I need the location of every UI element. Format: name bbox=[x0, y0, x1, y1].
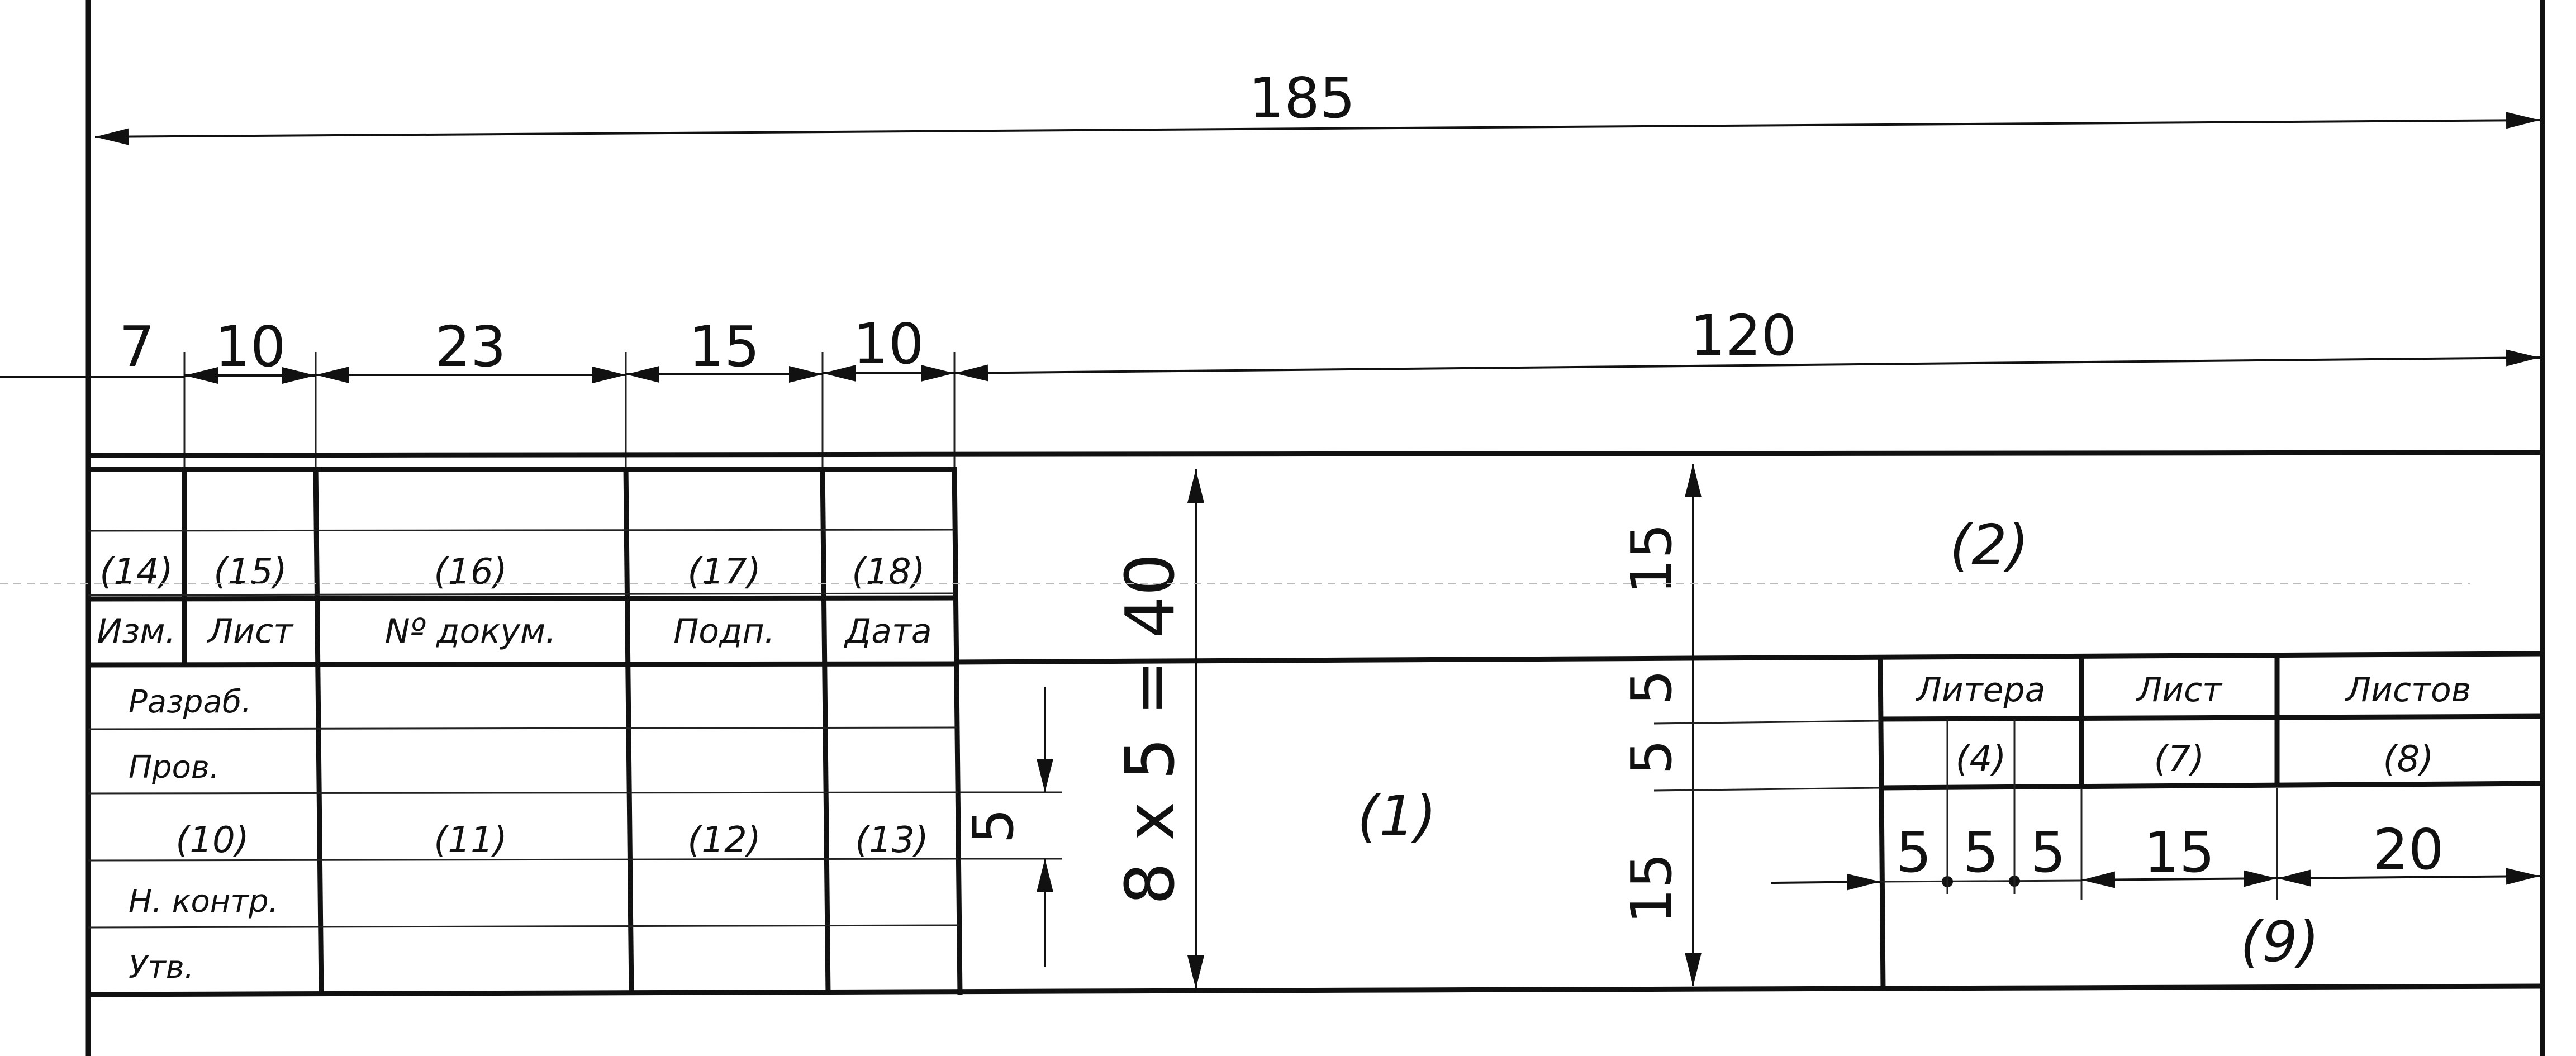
dim-label-23: 23 bbox=[435, 314, 506, 379]
row-height-label: 5 bbox=[961, 808, 1026, 844]
ref-18: (18) bbox=[852, 551, 925, 593]
list-col-dim-line bbox=[2081, 870, 2278, 888]
table-h-6 bbox=[88, 791, 958, 795]
dim-label-10: 10 bbox=[215, 314, 286, 379]
ref-14: (14) bbox=[99, 551, 173, 593]
listov-label: Листов bbox=[2345, 670, 2471, 710]
table-h-8 bbox=[88, 924, 959, 929]
litera-cells-dim-arrow bbox=[1771, 873, 1881, 891]
field-2: (2) bbox=[1950, 512, 2029, 578]
table-v-5 bbox=[952, 466, 963, 995]
list-ref: (7) bbox=[2154, 739, 2205, 780]
listov-ref: (8) bbox=[2383, 739, 2434, 780]
table-h-2 bbox=[88, 592, 955, 596]
list-col-dim-label: 15 bbox=[2144, 820, 2214, 885]
height-total-label: 8 x 5 = 40 bbox=[1112, 553, 1190, 905]
listov-col-dim-line bbox=[2276, 868, 2540, 887]
main-h-litera-2 bbox=[1880, 781, 2543, 791]
ref-15: (15) bbox=[213, 551, 287, 593]
field-1: (1) bbox=[1357, 783, 1437, 849]
main-h-litera-1 bbox=[1880, 713, 2543, 722]
dim-label-7: 7 bbox=[119, 314, 155, 379]
header-data: Дата bbox=[843, 612, 931, 651]
litera-label: Литера bbox=[1916, 670, 2046, 710]
dim-label-15: 15 bbox=[688, 314, 759, 379]
table-h-4 bbox=[88, 661, 957, 668]
ref-12: (12) bbox=[687, 820, 761, 861]
litera-cell-dim-2: 5 bbox=[1963, 820, 1999, 885]
header-podp: Подп. bbox=[673, 612, 775, 651]
row-label-prov: Пров. bbox=[129, 749, 220, 786]
listov-col-dim-label: 20 bbox=[2373, 817, 2444, 882]
litera-cells-dim-line bbox=[1880, 879, 2082, 883]
title-block-bottom bbox=[88, 983, 2543, 997]
dim-label-120: 120 bbox=[1690, 303, 1797, 368]
ref-10: (10) bbox=[175, 820, 249, 861]
overall-dim-label: 185 bbox=[1249, 65, 1356, 131]
table-v-3 bbox=[623, 466, 634, 995]
table-v-2 bbox=[313, 466, 324, 995]
main-h-1 bbox=[954, 651, 2543, 665]
field-9: (9) bbox=[2240, 909, 2320, 974]
litera-dim-ext-1 bbox=[1653, 720, 1881, 725]
header-list: Лист bbox=[207, 612, 294, 651]
title-field-dim: 15 bbox=[1619, 523, 1684, 594]
litera-head-dim: 5 bbox=[1619, 669, 1684, 705]
ref-11: (11) bbox=[434, 820, 507, 861]
table-h-3 bbox=[88, 595, 956, 602]
litera-cell-dim-1: 5 bbox=[1896, 820, 1932, 885]
title-block-top bbox=[88, 450, 2543, 458]
litera-dim-ext-2 bbox=[1653, 787, 1881, 792]
ref-16: (16) bbox=[434, 551, 507, 593]
row-label-nkontr: Н. контр. bbox=[129, 883, 278, 920]
dim-label-10b: 10 bbox=[853, 311, 924, 377]
lower-field-dim: 15 bbox=[1619, 853, 1684, 924]
litera-ref: (4) bbox=[1956, 739, 2007, 780]
table-h-1 bbox=[88, 529, 955, 532]
header-dokum: Nº докум. bbox=[385, 612, 557, 651]
header-izm: Изм. bbox=[97, 612, 175, 651]
table-h-7 bbox=[88, 858, 958, 862]
litera-cell-dim-3: 5 bbox=[2030, 820, 2066, 885]
table-h-5 bbox=[88, 726, 957, 730]
main-v-litera bbox=[1878, 659, 1886, 991]
table-v-4 bbox=[820, 466, 831, 995]
list-label: Лист bbox=[2136, 670, 2223, 710]
ref-17: (17) bbox=[687, 551, 761, 593]
litera-row-dim: 5 bbox=[1619, 739, 1684, 775]
overall-dim-line bbox=[94, 112, 2540, 145]
row-label-razrab: Разраб. bbox=[129, 684, 251, 720]
col-dim-line-120 bbox=[954, 349, 2540, 382]
row-label-utv: Утв. bbox=[129, 949, 194, 986]
ref-13: (13) bbox=[855, 820, 928, 861]
